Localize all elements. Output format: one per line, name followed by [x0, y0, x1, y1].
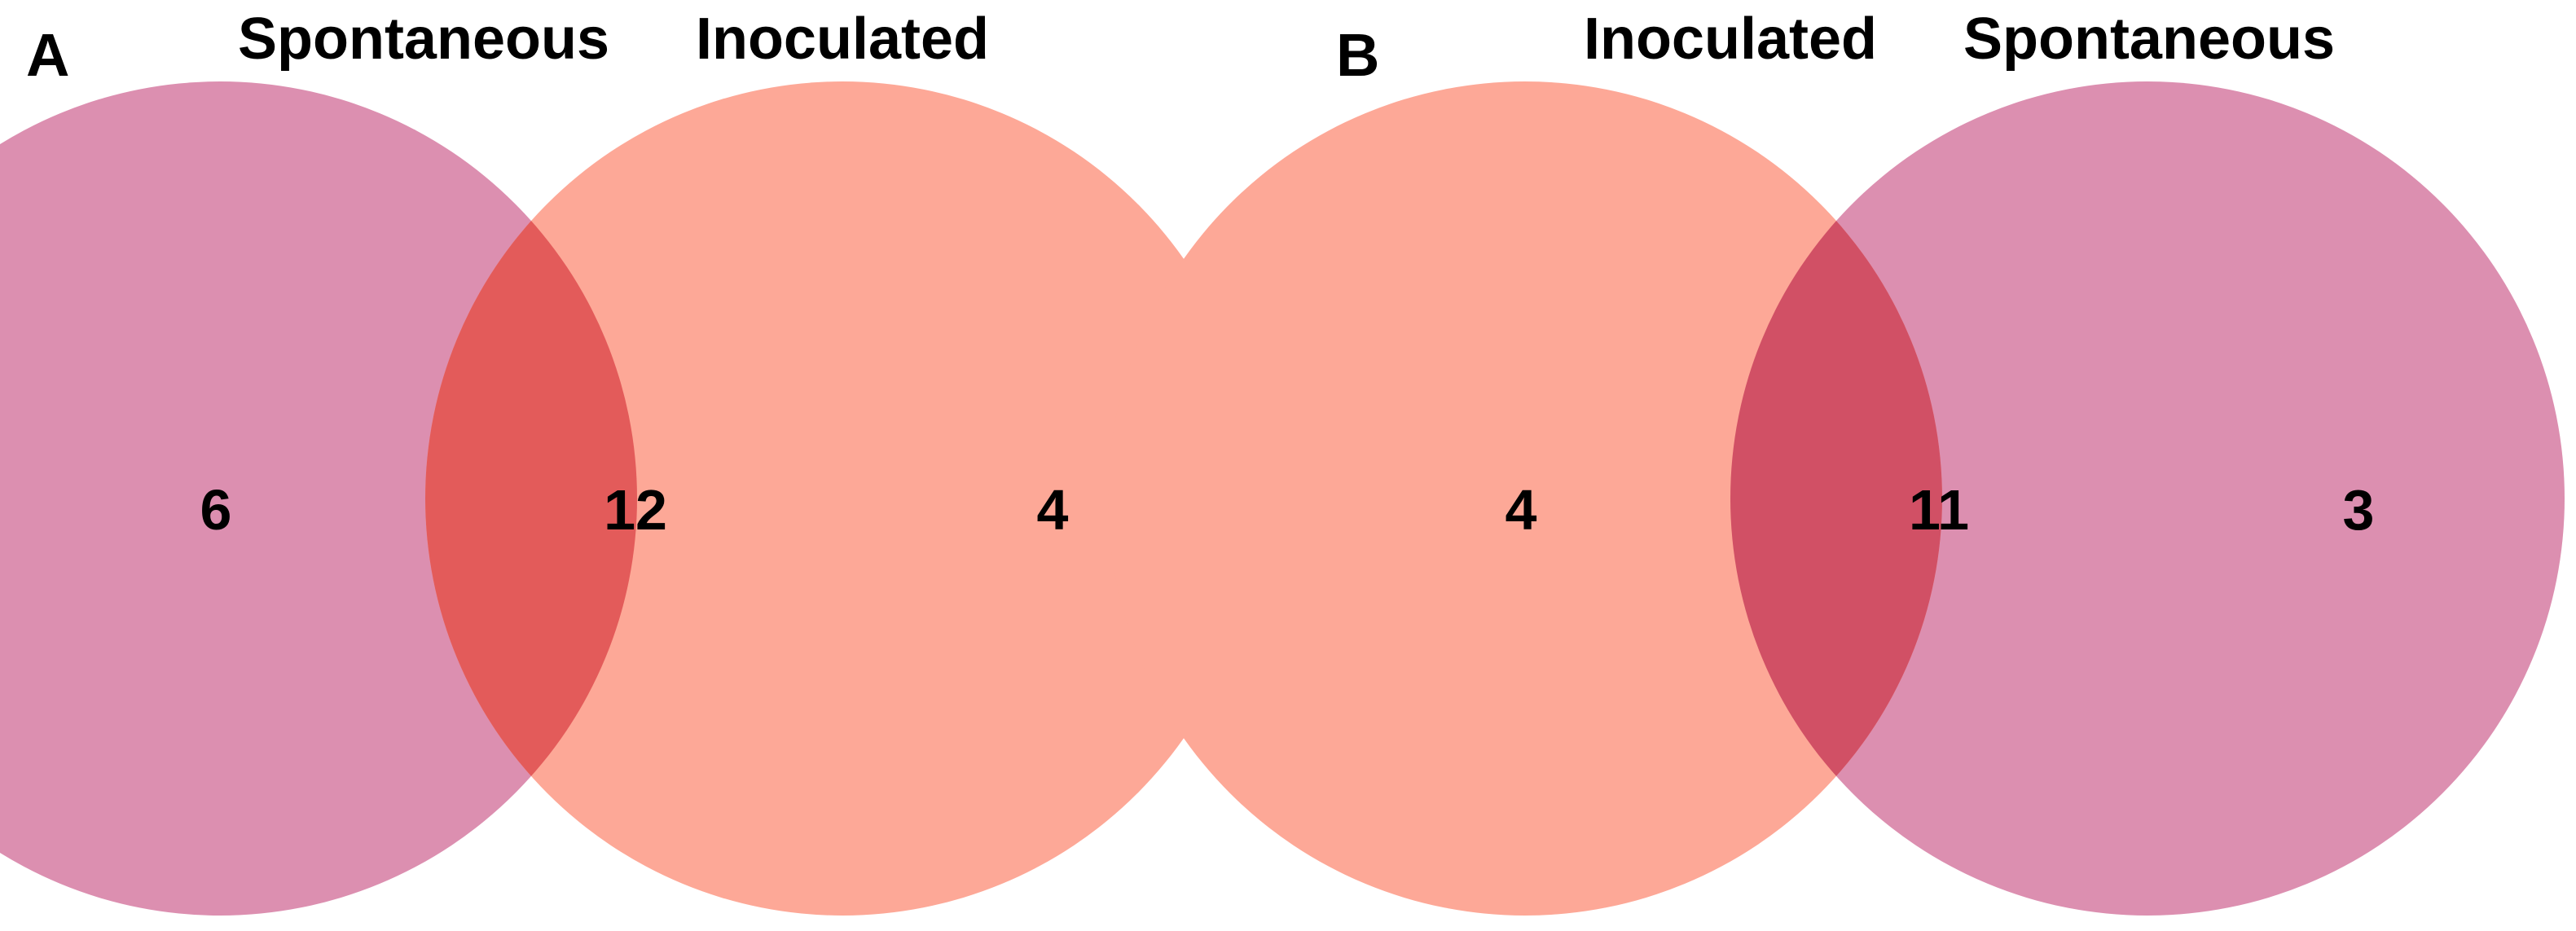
panel-a: A Spontaneous Inoculated 6 12 4: [0, 7, 1259, 916]
panel-a-left-only-count: 6: [200, 478, 232, 542]
panel-a-left-set-label: Spontaneous: [238, 7, 609, 72]
panel-b-left-circle: [1108, 81, 1942, 916]
panel-a-letter: A: [26, 21, 69, 89]
panel-a-left-circle: [0, 81, 637, 916]
panel-a-right-set-label: Inoculated: [696, 7, 989, 72]
panel-b-letter: B: [1336, 21, 1379, 89]
panel-b-right-circle: [1730, 81, 2565, 916]
panel-a-right-only-count: 4: [1037, 478, 1069, 542]
panel-b-left-only-count: 4: [1506, 478, 1537, 542]
panel-b-left-set-label: Inoculated: [1584, 7, 1877, 72]
panel-a-overlap-count: 12: [604, 478, 667, 542]
panel-a-right-circle: [425, 81, 1259, 916]
panel-b: B Inoculated Spontaneous 4 11 3: [1108, 7, 2565, 916]
panel-b-overlap-count: 11: [1909, 478, 1969, 542]
panel-b-right-set-label: Spontaneous: [1963, 7, 2335, 72]
panel-b-right-only-count: 3: [2343, 478, 2375, 542]
